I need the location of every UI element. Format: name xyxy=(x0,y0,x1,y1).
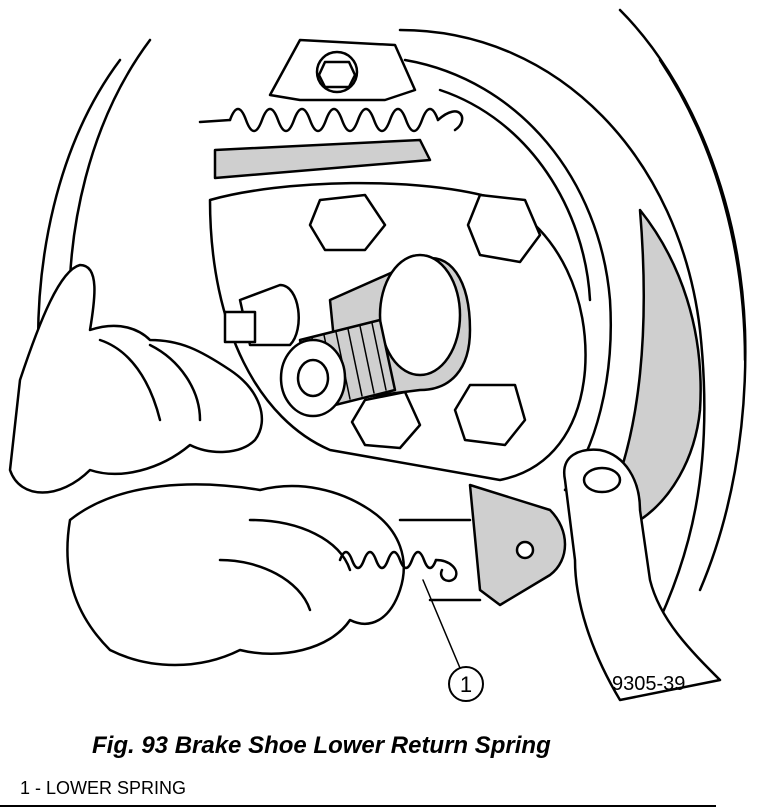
figure-id: 9305-39 xyxy=(612,673,685,695)
adjuster-bar xyxy=(213,138,432,180)
backing-plate-right-arc xyxy=(398,28,706,642)
lug-nut-lower-right xyxy=(453,383,527,447)
lug-nut-top xyxy=(308,193,387,252)
hand-right-thumb xyxy=(562,448,722,702)
callout-circle xyxy=(448,666,484,702)
hand-left-upper xyxy=(8,263,264,494)
drum-shading xyxy=(608,208,702,522)
upper-return-spring xyxy=(228,107,440,133)
legend-item: 1 - LOWER SPRING xyxy=(20,778,187,798)
bottom-divider xyxy=(0,805,716,807)
brake-shoe-right xyxy=(403,58,612,492)
lug-nut-upper-right xyxy=(466,193,542,264)
callout-number: 1 xyxy=(460,672,472,697)
brake-assembly-illustration: 1 9305-39 xyxy=(8,8,747,702)
figure-caption: Fig. 93 Brake Shoe Lower Return Spring xyxy=(92,732,551,759)
callout-leader xyxy=(422,579,461,669)
lower-return-spring xyxy=(338,550,438,570)
hand-left-lower xyxy=(66,483,405,667)
